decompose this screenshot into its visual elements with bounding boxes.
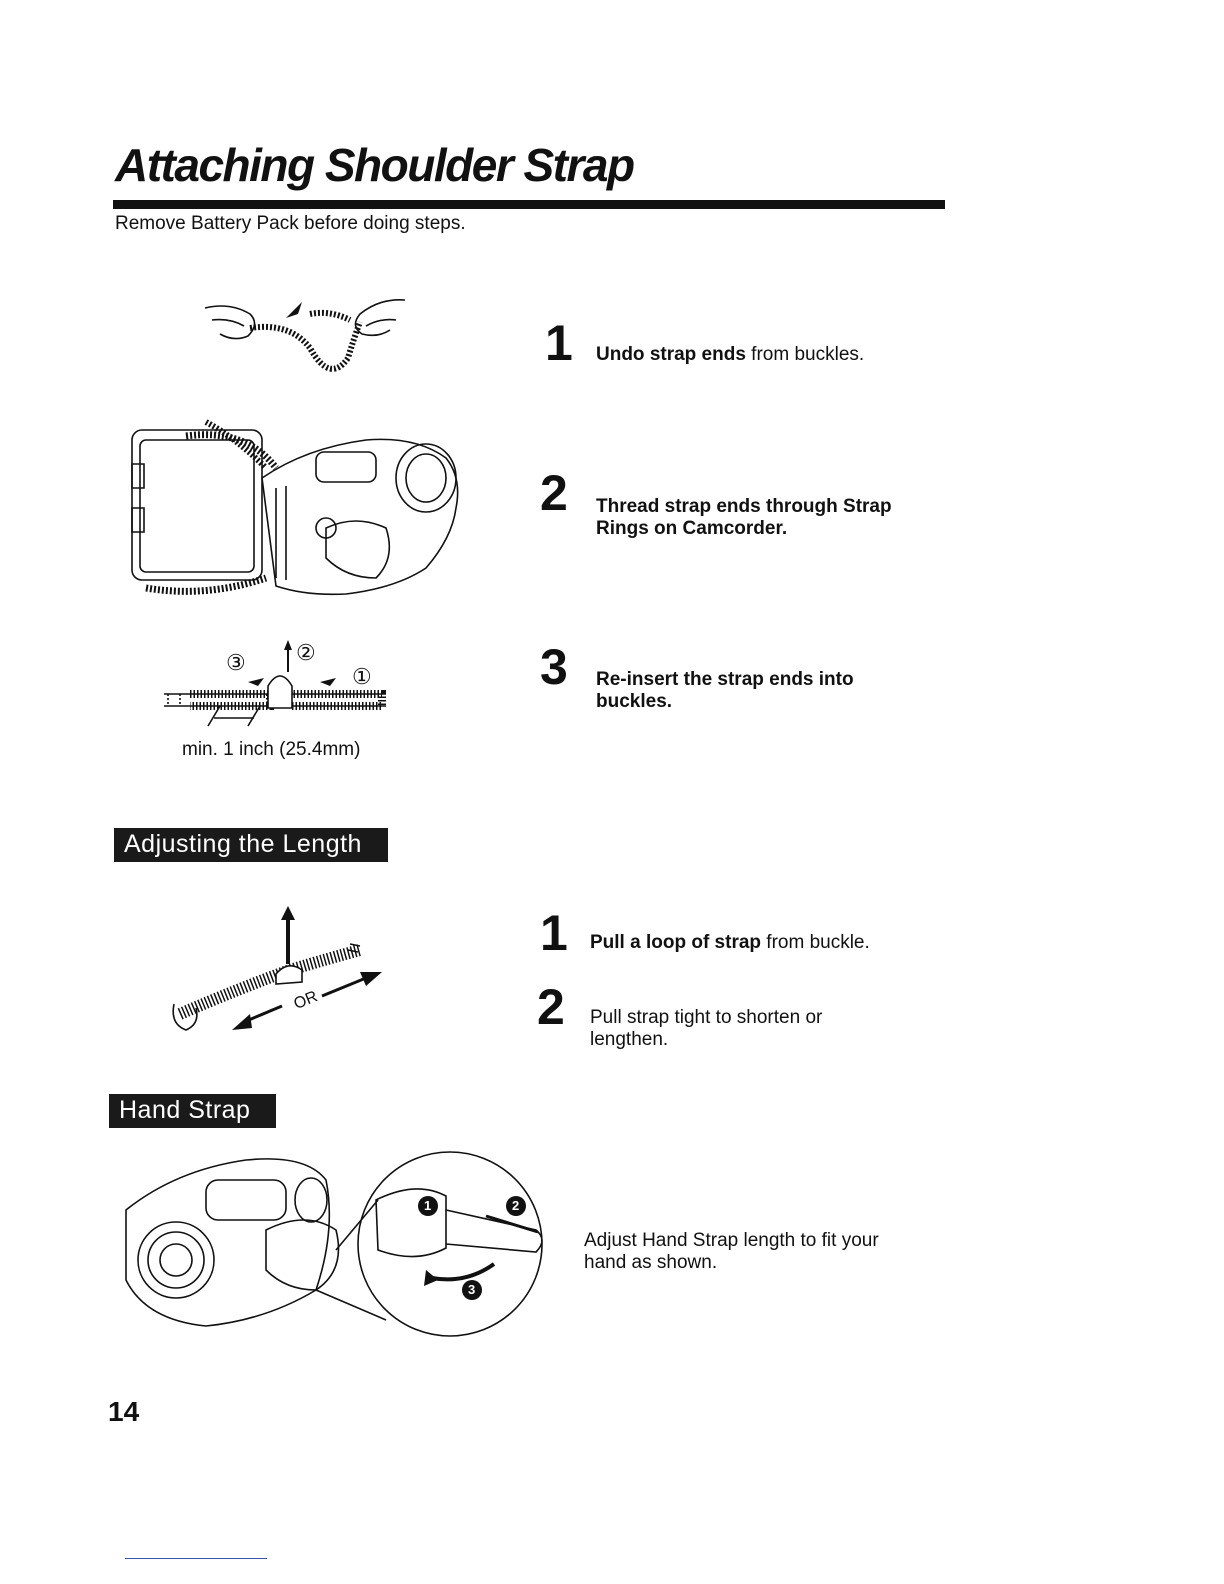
adjust-step-1-rest: from buckle. xyxy=(761,932,870,953)
adjust-step-1-bold: Pull a loop of strap xyxy=(590,932,762,953)
step-3-number: 3 xyxy=(540,639,568,695)
buckle-caption: min. 1 inch (25.4mm) xyxy=(182,739,361,760)
step-2-bold: Thread strap ends through Strap Rings on… xyxy=(596,496,892,539)
adjust-step-1-text: Pull a loop of strap from buckle. xyxy=(590,932,920,954)
marker-3-icon: ③ xyxy=(226,650,246,675)
adjust-step-2-rest: Pull strap tight to shorten or lengthen. xyxy=(590,1007,823,1050)
adjust-length-illustration xyxy=(160,906,382,1044)
footer-line xyxy=(125,1558,267,1559)
step-3-text: Re-insert the strap ends into buckles. xyxy=(596,669,896,713)
hand-strap-text: Adjust Hand Strap length to fit your han… xyxy=(584,1230,879,1273)
page-number: 14 xyxy=(108,1396,140,1427)
hand-strap-heading: Hand Strap xyxy=(109,1094,277,1128)
camcorder-strap-illustration xyxy=(126,418,466,608)
adjust-step-1-number: 1 xyxy=(540,905,568,961)
step-1-bold: Undo strap ends xyxy=(596,344,746,365)
hand-marker-2-icon: 2 xyxy=(512,1198,520,1213)
step-2-number: 2 xyxy=(540,465,568,521)
undo-strap-illustration xyxy=(200,292,410,384)
step-1-number: 1 xyxy=(545,315,573,371)
step-2-text: Thread strap ends through Strap Rings on… xyxy=(596,496,926,540)
adjust-step-2-number: 2 xyxy=(537,979,565,1035)
hand-marker-1-icon: 1 xyxy=(424,1198,432,1213)
step-3-bold: Re-insert the strap ends into buckles. xyxy=(596,669,854,712)
step-1-text: Undo strap ends from buckles. xyxy=(596,344,926,366)
adjust-step-2-text: Pull strap tight to shorten or lengthen. xyxy=(590,1007,860,1051)
page-title: Attaching Shoulder Strap xyxy=(115,139,635,191)
adjusting-heading: Adjusting the Length xyxy=(114,828,388,862)
step-1-rest: from buckles. xyxy=(745,344,865,365)
marker-2-icon: ② xyxy=(296,640,316,665)
hand-strap-illustration xyxy=(116,1140,556,1336)
page-subtitle: Remove Battery Pack before doing steps. xyxy=(115,213,466,234)
title-rule xyxy=(113,200,945,209)
hand-marker-3-icon: 3 xyxy=(468,1282,476,1297)
buckle-diagram xyxy=(160,640,390,726)
marker-1-icon: ① xyxy=(352,664,372,689)
